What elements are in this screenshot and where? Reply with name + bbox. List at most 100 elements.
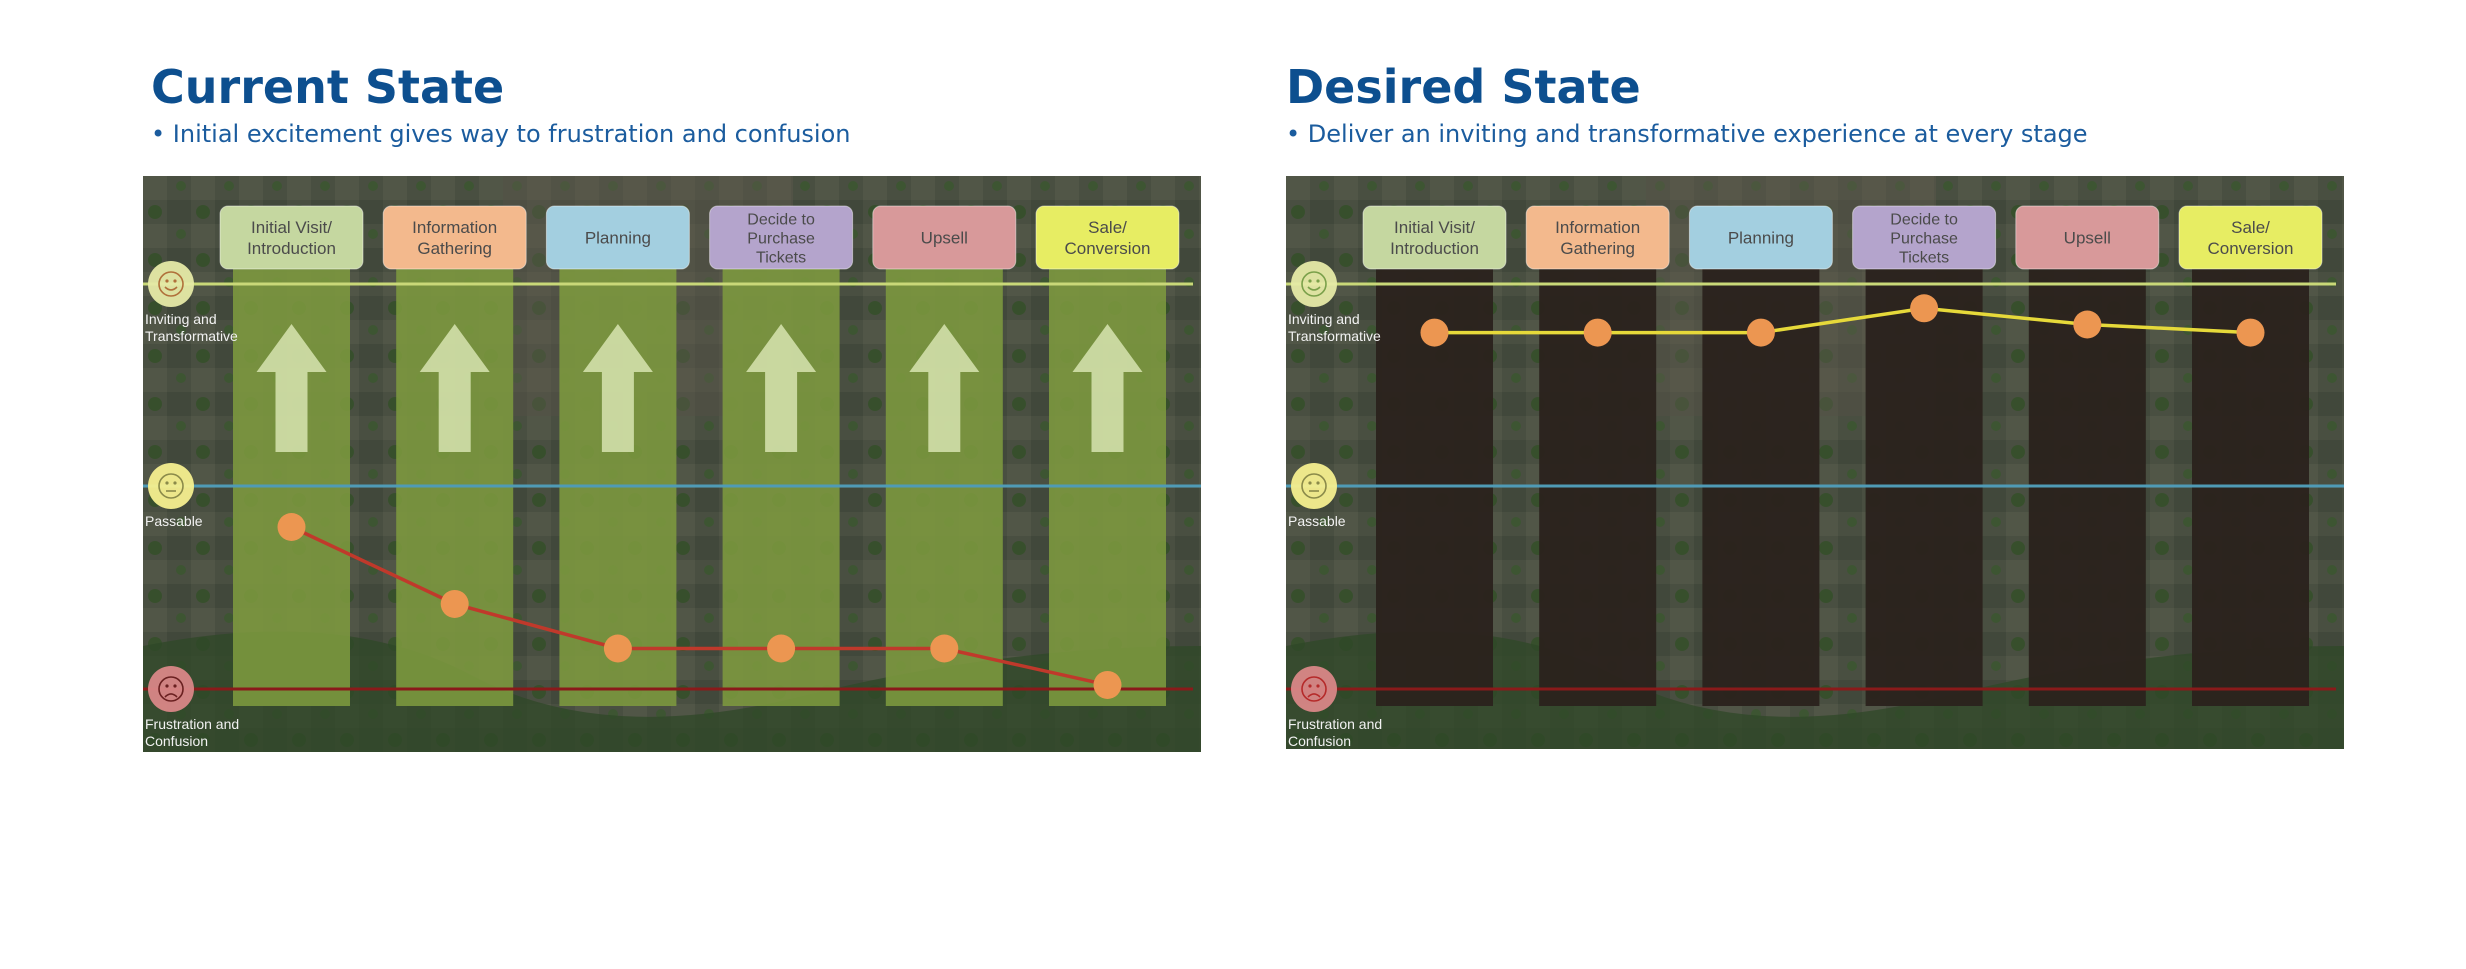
stage-header-box xyxy=(1362,205,1507,270)
face-eye xyxy=(165,279,169,283)
up-arrow-icon xyxy=(1072,324,1143,452)
stage-label: Decide to xyxy=(747,212,815,229)
face-mouth xyxy=(1307,693,1321,698)
stage-label: Conversion xyxy=(1065,239,1151,258)
data-point xyxy=(1420,318,1449,347)
current-state-title: Current State xyxy=(151,60,505,114)
stage-label: Initial Visit/ xyxy=(251,218,332,237)
stage-header-box xyxy=(872,205,1017,270)
up-arrow-icon xyxy=(746,324,817,452)
stage-header-box xyxy=(2015,205,2160,270)
smiley-sad-icon xyxy=(148,666,194,712)
data-point xyxy=(930,634,959,663)
stage-header-box xyxy=(709,205,854,270)
up-arrow-icon xyxy=(582,324,653,452)
face-outline xyxy=(158,271,184,297)
stage-header-box xyxy=(382,205,527,270)
data-point xyxy=(1746,318,1775,347)
stage-label: Upsell xyxy=(2064,229,2111,248)
face-outline xyxy=(1301,473,1327,499)
stage-label: Conversion xyxy=(2208,239,2294,258)
face-outline xyxy=(1301,676,1327,702)
data-point xyxy=(767,634,796,663)
face-eye xyxy=(1316,279,1320,283)
stage-column xyxy=(1865,250,1983,706)
face-eye xyxy=(1316,684,1320,688)
face-eye xyxy=(1308,481,1312,485)
experience-line xyxy=(1434,306,2251,335)
stage-label: Decide to xyxy=(1890,212,1958,229)
face-mouth xyxy=(164,286,178,291)
current-state-header: Current State • Initial excitement gives… xyxy=(151,64,851,148)
level-label: Inviting and xyxy=(145,311,217,327)
face-mouth xyxy=(164,693,178,698)
up-arrow-icon xyxy=(419,324,490,452)
stage-label: Purchase xyxy=(1890,231,1958,248)
level-label: Passable xyxy=(1288,513,1346,529)
stage-label: Initial Visit/ xyxy=(1394,218,1475,237)
stage-label: Gathering xyxy=(1560,239,1635,258)
experience-line xyxy=(290,525,1108,687)
stage-label: Upsell xyxy=(921,229,968,248)
face-eye xyxy=(1308,279,1312,283)
level-label: Confusion xyxy=(1288,733,1351,749)
current-state-chart: Initial Visit/IntroductionInformationGat… xyxy=(143,176,1201,752)
face-eye xyxy=(165,481,169,485)
stage-header-box xyxy=(219,205,364,270)
stage-label: Planning xyxy=(585,229,651,248)
level-label: Frustration and xyxy=(145,716,239,732)
data-point xyxy=(1583,318,1612,347)
stage-header-box xyxy=(1688,205,1833,270)
data-point xyxy=(2236,318,2265,347)
stage-header-box xyxy=(1525,205,1670,270)
stage-column xyxy=(1702,250,1820,706)
desired-state-subtitle: • Deliver an inviting and transformative… xyxy=(1286,120,2088,148)
face-eye xyxy=(173,279,177,283)
desired-state-chart: Initial Visit/Introduction InformationGat… xyxy=(1286,176,2344,749)
smiley-happy-icon xyxy=(1291,261,1337,307)
smiley-neutral-icon xyxy=(1291,463,1337,509)
current-state-subtitle: • Initial excitement gives way to frustr… xyxy=(151,120,851,148)
stage-column xyxy=(396,250,514,706)
face-eye xyxy=(173,481,177,485)
face-outline xyxy=(1301,271,1327,297)
stage-label: Introduction xyxy=(1390,239,1479,258)
stage-label: Planning xyxy=(1728,229,1794,248)
stage-label: Tickets xyxy=(1899,250,1949,267)
face-mouth xyxy=(1307,286,1321,291)
stage-header-box xyxy=(1852,205,1997,270)
stage-label: Introduction xyxy=(247,239,336,258)
stage-label: Information xyxy=(1555,218,1640,237)
face-eye xyxy=(165,684,169,688)
smiley-neutral-icon xyxy=(148,463,194,509)
smiley-happy-icon xyxy=(148,261,194,307)
face-outline xyxy=(158,676,184,702)
desired-state-header: Desired State • Deliver an inviting and … xyxy=(1286,64,2088,148)
face-outline xyxy=(158,473,184,499)
desired-state-title: Desired State xyxy=(1286,60,1641,114)
level-label: Transformative xyxy=(145,328,238,344)
stage-header-box xyxy=(545,205,690,270)
stage-header-box xyxy=(2178,205,2323,270)
stage-column xyxy=(233,250,350,706)
data-point xyxy=(277,513,306,541)
data-point xyxy=(1910,294,1939,323)
level-label: Confusion xyxy=(145,733,208,749)
level-label: Passable xyxy=(145,513,203,529)
data-point xyxy=(603,634,632,663)
data-point xyxy=(440,589,469,618)
stage-column xyxy=(1049,250,1166,706)
stage-header-box xyxy=(1035,205,1180,270)
up-arrow-icon xyxy=(256,324,327,452)
level-label: Inviting and xyxy=(1288,311,1360,327)
stage-column xyxy=(1376,250,1493,706)
face-eye xyxy=(1316,481,1320,485)
level-label: Transformative xyxy=(1288,328,1381,344)
stage-label: Sale/ xyxy=(2231,218,2270,237)
face-eye xyxy=(173,684,177,688)
stage-label: Gathering xyxy=(417,239,492,258)
level-label: Frustration and xyxy=(1288,716,1382,732)
data-point xyxy=(1093,670,1122,699)
